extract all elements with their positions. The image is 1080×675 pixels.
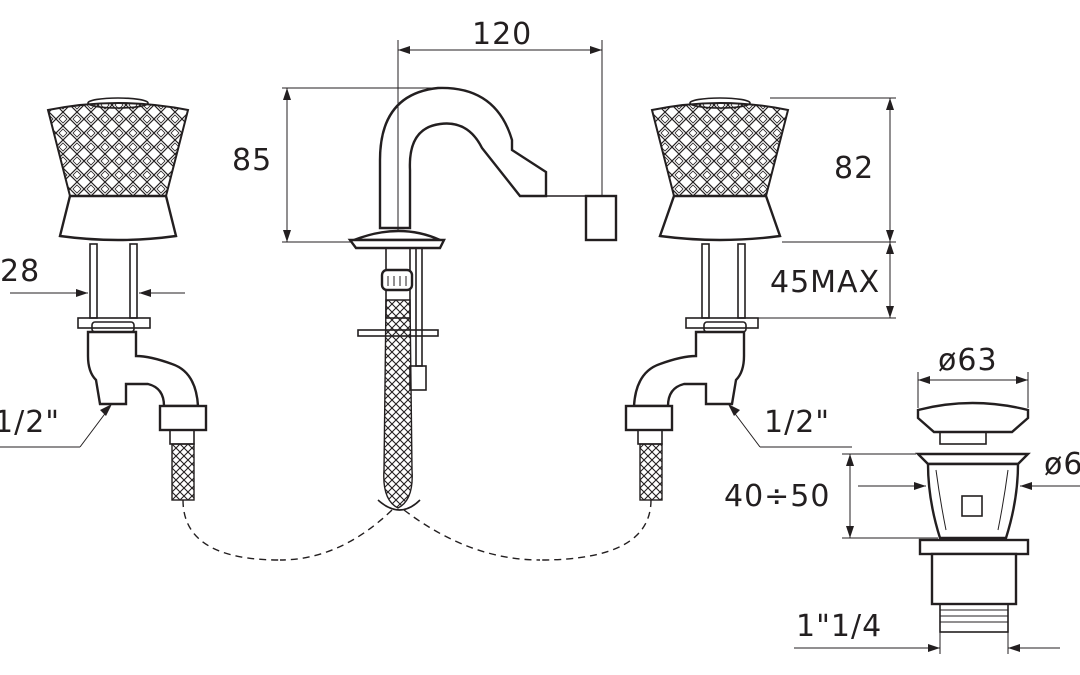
bidet-spout — [279, 86, 618, 561]
waste-thread-dimension: 1"1/4 — [794, 609, 1060, 654]
deck-thickness-dimension: 45MAX — [746, 242, 896, 319]
waste-body-diameter-dimension: ø6 — [858, 447, 1080, 490]
label-d6: ø6 — [1044, 447, 1080, 482]
left-handle — [46, 97, 281, 561]
label-40-50: 40÷50 — [724, 479, 830, 514]
label-120: 120 — [472, 17, 532, 52]
pop-up-waste — [915, 401, 1031, 633]
left-width-dimension: 28 — [0, 254, 185, 297]
spout-reach-dimension: 120 — [397, 17, 603, 230]
right-connection-callout: 1/2" — [728, 404, 852, 448]
spout-height-dimension: 85 — [232, 87, 440, 243]
handle-height-dimension: 82 — [770, 97, 896, 243]
label-85: 85 — [232, 143, 272, 178]
label-d63: ø63 — [938, 343, 998, 378]
waste-adjust-dimension: 40÷50 — [724, 453, 938, 539]
label-1-1-4: 1"1/4 — [796, 609, 882, 644]
label-left-half-inch: 1/2" — [0, 405, 60, 440]
label-28: 28 — [0, 254, 40, 289]
waste-top-diameter-dimension: ø63 — [917, 343, 1029, 408]
left-connection-callout: 1/2" — [0, 404, 112, 448]
label-right-half-inch: 1/2" — [764, 405, 830, 440]
right-handle — [539, 97, 790, 561]
label-45max: 45MAX — [770, 265, 880, 300]
label-82: 82 — [834, 151, 874, 186]
